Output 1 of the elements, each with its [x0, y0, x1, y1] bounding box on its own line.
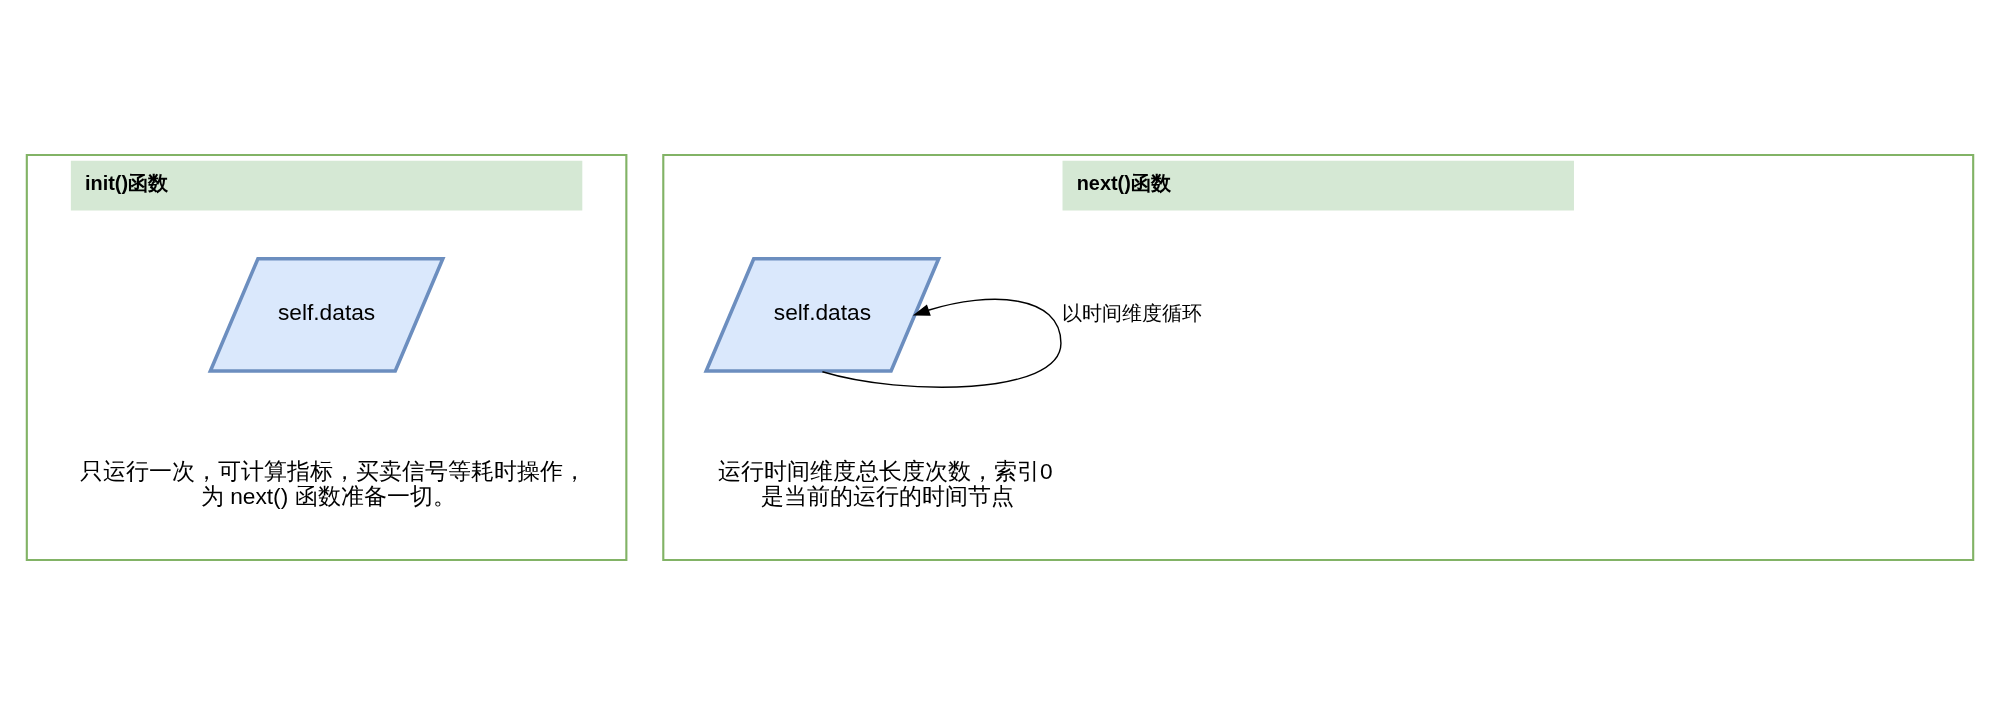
edge-label: 以时间维度循环: [1061, 302, 1202, 325]
